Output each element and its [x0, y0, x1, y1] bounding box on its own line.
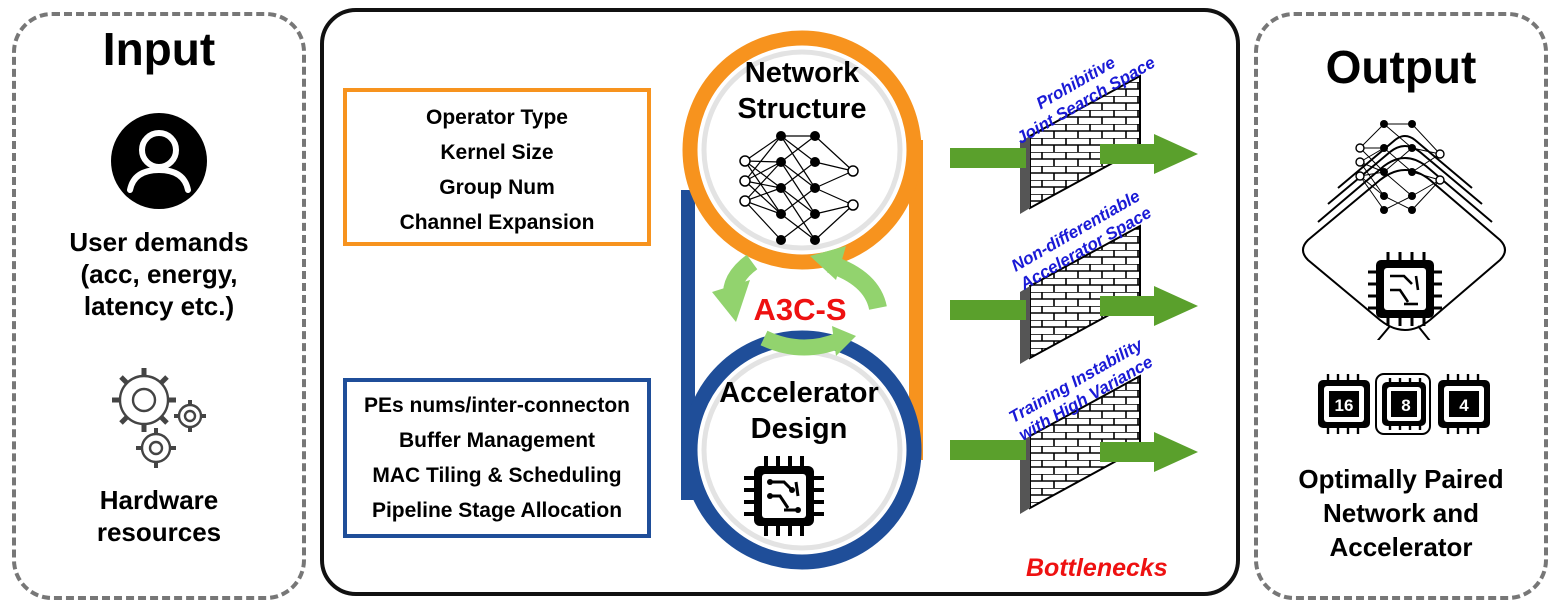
gears-icon — [112, 368, 206, 468]
bottleneck-walls — [950, 74, 1198, 514]
chip-16 — [1318, 374, 1370, 434]
bottlenecks-label: Bottlenecks — [1026, 554, 1168, 582]
accelerator-options-box: PEs nums/inter-connecton Buffer Manageme… — [343, 378, 651, 538]
network-option: Channel Expansion — [399, 211, 595, 234]
network-option: Kernel Size — [440, 141, 554, 164]
chip-icon — [744, 456, 824, 536]
input-title: Input — [102, 23, 216, 75]
user-demands-text: User demands (acc, energy, latency etc.) — [69, 227, 249, 321]
output-title: Output — [1325, 41, 1477, 93]
hardware-resources-text: Hardware resources — [96, 485, 222, 547]
accelerator-option: PEs nums/inter-connecton — [363, 394, 631, 417]
network-option: Group Num — [439, 176, 555, 199]
accelerator-option: MAC Tiling & Scheduling — [372, 464, 622, 487]
stacked-network-icon — [1302, 120, 1506, 340]
output-panel — [1254, 12, 1548, 600]
chip-label-8: 8 — [1401, 396, 1411, 415]
user-icon — [111, 113, 207, 209]
chip-label-4: 4 — [1459, 396, 1469, 415]
chip-variants-row — [1318, 373, 1490, 435]
network-option: Operator Type — [426, 106, 568, 129]
method-name: A3C-S — [753, 292, 847, 327]
accelerator-design-label: Accelerator Design — [719, 377, 879, 445]
co-search-loop — [681, 30, 923, 570]
network-structure-label: Network Structure — [737, 57, 867, 125]
chip-4 — [1438, 374, 1490, 434]
neural-network-icon — [739, 131, 859, 245]
output-caption: Optimally Paired Network and Accelerator — [1298, 464, 1504, 562]
wall-1 — [950, 74, 1198, 214]
center-panel — [320, 8, 1240, 596]
accelerator-option: Pipeline Stage Allocation — [371, 499, 623, 522]
wall-3 — [950, 374, 1198, 514]
wall-2 — [950, 224, 1198, 364]
accelerator-option: Buffer Management — [398, 429, 596, 452]
chip-label-16: 16 — [1334, 396, 1354, 415]
input-panel — [12, 12, 306, 600]
chip-8 — [1375, 373, 1431, 435]
network-options-box: Operator Type Kernel Size Group Num Chan… — [343, 88, 651, 246]
